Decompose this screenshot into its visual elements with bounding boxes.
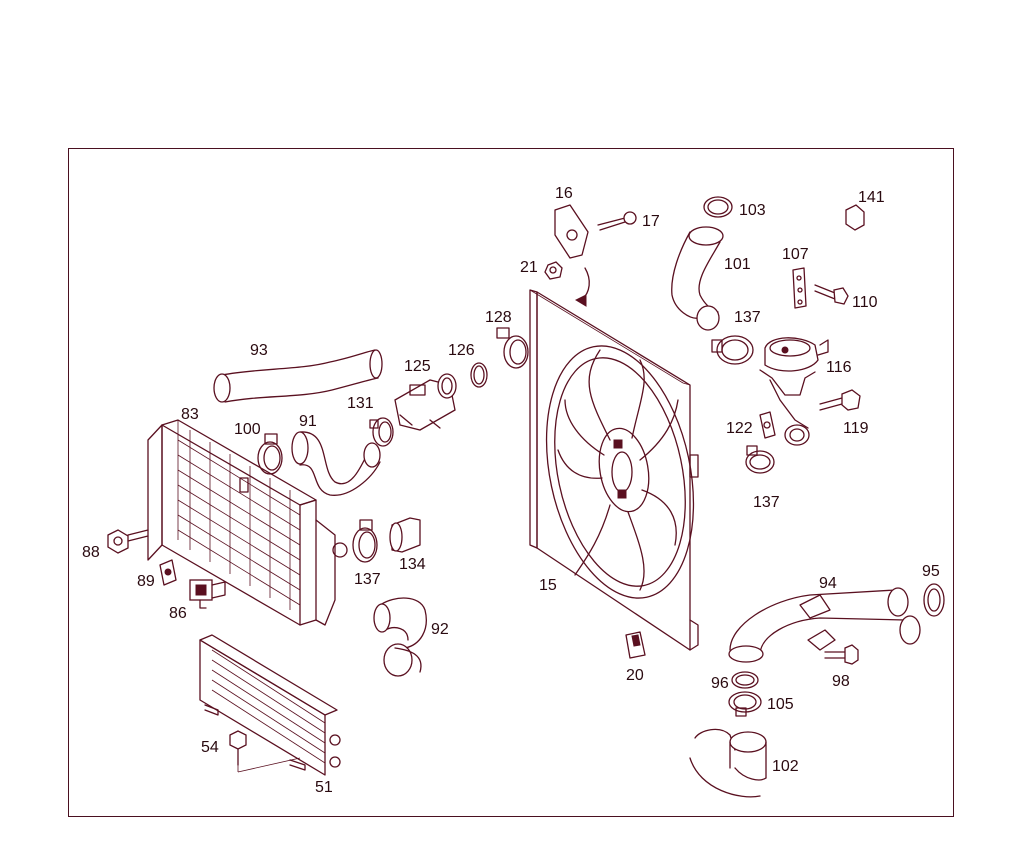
ring-103 [703, 196, 733, 218]
label-100: 100 [234, 421, 261, 438]
label-95: 95 [922, 563, 940, 580]
bolt-110 [814, 284, 849, 305]
diagram-frame [68, 148, 954, 817]
hose-92 [373, 597, 427, 677]
label-93: 93 [250, 342, 268, 359]
label-54: 54 [201, 739, 219, 756]
ring-126 [470, 362, 488, 388]
label-134: 134 [399, 556, 426, 573]
clamp-131 [369, 417, 394, 447]
label-98: 98 [832, 673, 850, 690]
oil-cooler [199, 634, 341, 776]
label-107: 107 [782, 246, 809, 263]
label-131: 131 [347, 395, 374, 412]
label-141: 141 [858, 189, 885, 206]
label-88: 88 [82, 544, 100, 561]
label-92: 92 [431, 621, 449, 638]
label-116: 116 [826, 359, 852, 376]
sensor-125 [394, 373, 457, 431]
clamp-137-top [711, 335, 754, 365]
label-89: 89 [137, 573, 155, 590]
bracket-107 [792, 267, 807, 309]
label-91: 91 [299, 413, 317, 430]
clamp-105 [728, 691, 762, 717]
gasket-122 [759, 411, 776, 439]
part-labels: 15 16 17 20 21 51 54 83 86 88 89 91 92 9… [82, 185, 940, 796]
clamp-128 [496, 327, 529, 369]
elbow-102 [689, 728, 767, 798]
label-119: 119 [843, 420, 869, 437]
fan-shroud [529, 289, 699, 651]
charge-air-cooler [147, 419, 348, 626]
bolt-98 [824, 644, 859, 665]
label-16: 16 [555, 185, 573, 202]
plug-141 [845, 204, 865, 231]
hose-91 [291, 431, 381, 496]
bolt-88 [107, 529, 149, 554]
label-51: 51 [315, 779, 333, 796]
hose-101 [671, 226, 724, 331]
bolt-119 [819, 389, 861, 411]
screw-17 [597, 211, 637, 231]
clamp-137-left [352, 519, 378, 563]
clamp-137-right [745, 445, 775, 474]
clip-89 [159, 559, 177, 586]
label-17: 17 [642, 213, 660, 230]
clip-20 [625, 631, 646, 659]
label-105: 105 [767, 696, 794, 713]
label-15: 15 [539, 577, 557, 594]
bolt-54 [229, 730, 301, 773]
label-110: 110 [852, 294, 878, 311]
ring-96 [731, 671, 759, 689]
valve-116 [759, 337, 829, 446]
label-137-top: 137 [734, 309, 761, 326]
pipe-94 [728, 587, 921, 663]
label-101: 101 [724, 256, 751, 273]
label-102: 102 [772, 758, 799, 775]
label-20: 20 [626, 667, 644, 684]
label-83: 83 [181, 406, 199, 423]
nut-21 [544, 261, 563, 280]
label-125: 125 [404, 358, 431, 375]
label-128: 128 [485, 309, 512, 326]
sensor-86 [189, 579, 226, 609]
label-137-left: 137 [354, 571, 381, 588]
clamp-100 [257, 433, 283, 475]
label-21: 21 [520, 259, 538, 276]
label-96: 96 [711, 675, 729, 692]
clamp-95 [923, 583, 945, 617]
label-137-right: 137 [753, 494, 780, 511]
label-126: 126 [448, 342, 475, 359]
sleeve-134 [389, 517, 421, 553]
label-103: 103 [739, 202, 766, 219]
bracket-16 [554, 204, 590, 307]
label-94: 94 [819, 575, 837, 592]
label-86: 86 [169, 605, 187, 622]
hose-93 [213, 349, 383, 403]
label-122: 122 [726, 420, 753, 437]
